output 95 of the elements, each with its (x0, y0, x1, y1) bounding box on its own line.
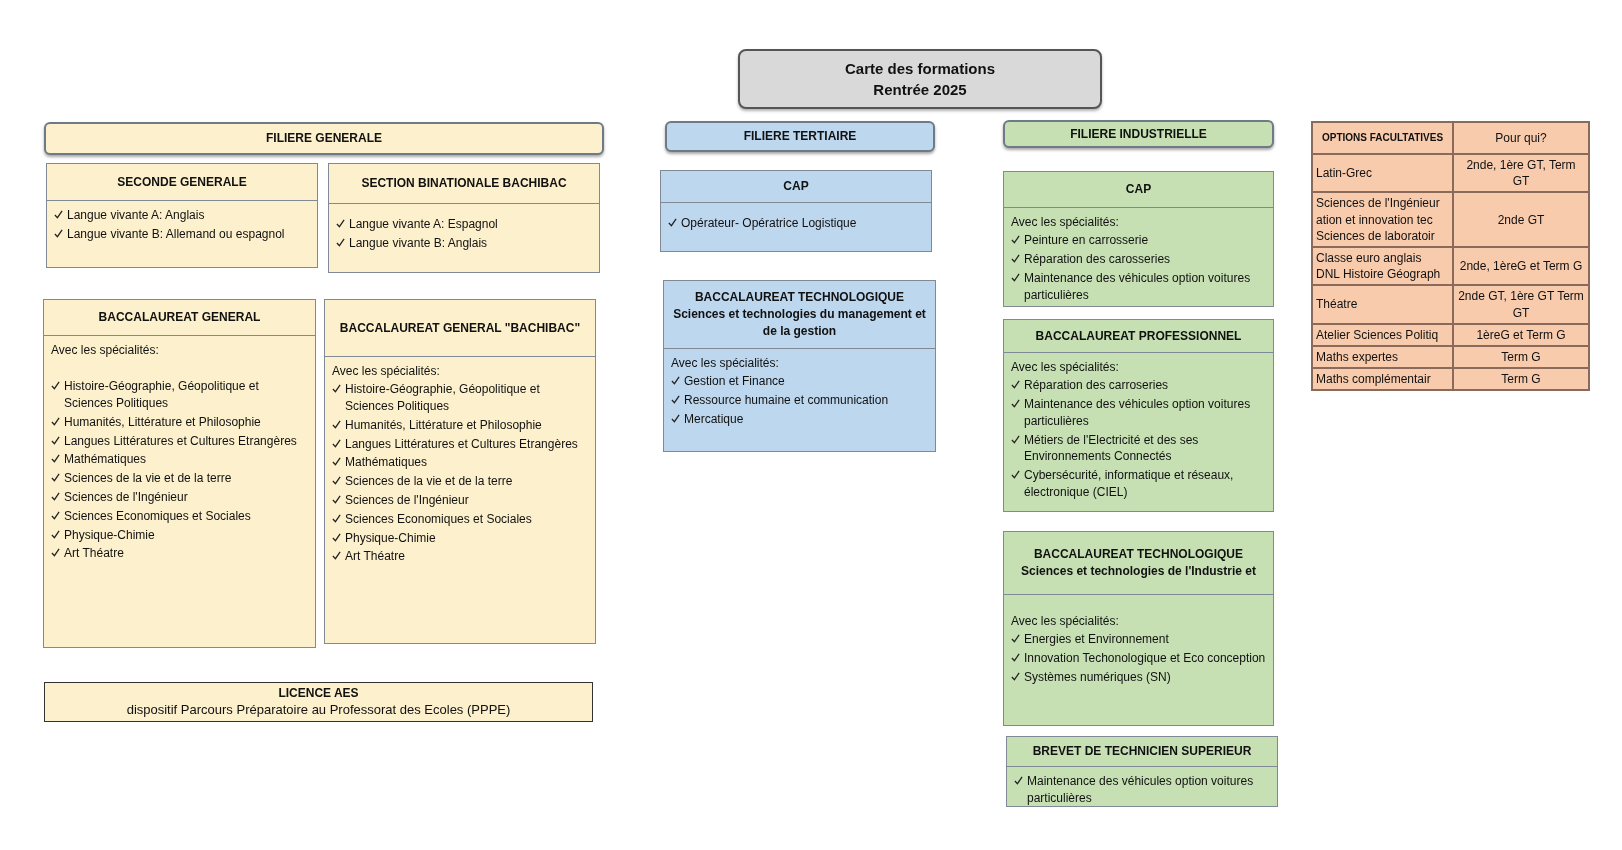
cell-text: ation et innovation tec (1316, 211, 1433, 228)
list-item-text: Langue vivante B: Anglais (349, 234, 488, 252)
cell-text: Théatre (1316, 296, 1358, 313)
heading-text: SECONDE GENERALE (117, 173, 247, 191)
program-box (660, 170, 932, 252)
list-item-text: Humanités, Littérature et Philosophie (64, 413, 261, 431)
list-item-text: Sciences de la vie et de la terre (64, 470, 232, 487)
cell-text: 2nde, 1èreG et Term G (1459, 258, 1583, 275)
heading-text: FILIERE GENERALE (266, 130, 382, 147)
heading-text: LICENCE AES (278, 685, 359, 702)
cell-text: OPTIONS FACULTATIVES (1321, 131, 1444, 145)
list-item-text: Maintenance des véhicules option voitures particulières (1024, 396, 1252, 430)
list-item-text: Langue vivante A: Anglais (67, 207, 205, 224)
heading-text: BACCALAUREAT TECHNOLOGIQUE (694, 289, 905, 307)
list-item-text: Réparation des carroseries (1024, 377, 1169, 394)
list-item-text: Art Théatre (64, 545, 124, 563)
intro-text: Avec les spécialités: (1011, 613, 1120, 630)
cell-text: DNL Histoire Géograph (1316, 266, 1441, 283)
list-item-text: Langues Littératures et Cultures Etrangères (64, 432, 297, 450)
intro-text: Avec les spécialités: (1011, 214, 1120, 231)
cell-text: Term G (1501, 371, 1541, 388)
list-item-text: Peinture en carrosserie (1024, 232, 1149, 249)
cell-text: 1èreG et Term G (1476, 326, 1566, 343)
list-item-text: Opérateur- Opératrice Logistique (681, 215, 857, 232)
list-item-text: Gestion et Finance (684, 373, 785, 390)
program-box (1003, 171, 1274, 307)
list-item-text: Histoire-Géographie, Géopolitique et Sciences Politiques (345, 381, 541, 415)
program-box (328, 163, 600, 273)
intro-text: Avec les spécialités: (332, 363, 441, 380)
cell-text: Latin-Grec (1316, 165, 1373, 182)
list-item-text: Mathématiques (345, 454, 428, 472)
intro-text: Avec les spécialités: (671, 355, 780, 372)
list-item-text: Humanités, Littérature et Philosophie (345, 416, 542, 434)
title-box (738, 49, 1102, 109)
program-box (44, 682, 593, 722)
list-item-text: Ressource humaine et communication (684, 392, 889, 409)
list-item-text: Maintenance des véhicules option voitures particulières (1027, 773, 1255, 807)
heading-text: BREVET DE TECHNICIEN SUPERIEUR (1032, 743, 1252, 760)
list-item-text: Maintenance des véhicules option voitures particulières (1024, 269, 1252, 304)
program-box (1003, 531, 1274, 726)
list-item-text: Physique-Chimie (64, 526, 155, 544)
intro-text: Avec les spécialités: (51, 342, 160, 359)
cell-text: Maths complémentair (1316, 371, 1431, 388)
list-item-text: Langue vivante B: Allemand ou espagnol (67, 225, 285, 243)
cell-text: Term G (1501, 348, 1541, 366)
cell-text: Sciences de l'Ingénieur (1316, 195, 1440, 212)
program-box (663, 280, 936, 452)
heading-text: FILIERE TERTIAIRE (743, 128, 857, 145)
list-item-text: Energies et Environnement (1024, 631, 1169, 648)
heading-text: CAP (783, 178, 809, 195)
section-banner (44, 122, 604, 155)
list-item-text: Cybersécurité, informatique et réseaux, électronique (CIEL) (1024, 467, 1235, 501)
section-banner (1003, 120, 1274, 148)
heading-text: BACCALAUREAT GENERAL (98, 309, 261, 326)
heading-text: BACCALAUREAT GENERAL "BACHIBAC" (339, 319, 581, 337)
heading-text: SECTION BINATIONALE BACHIBAC (361, 175, 567, 192)
heading-text: BACCALAUREAT PROFESSIONNEL (1035, 327, 1242, 345)
cell-text: Pour qui? (1495, 129, 1547, 147)
list-item-text: Métiers de l'Electricité et des ses Environnements Connectés (1024, 431, 1200, 466)
heading-text: Carte des formations Rentrée 2025 (843, 59, 996, 100)
list-item-text: Sciences de l'Ingénieur (64, 488, 188, 506)
list-item-text: Langues Littératures et Cultures Etrangères (345, 435, 578, 453)
intro-text: Avec les spécialités: (1011, 359, 1120, 376)
cell-text: Maths expertes (1316, 348, 1399, 366)
heading-text: FILIERE INDUSTRIELLE (1070, 125, 1207, 143)
heading-text: BACCALAUREAT TECHNOLOGIQUE (1033, 546, 1244, 563)
list-item-text: Sciences de l'Ingénieur (345, 491, 469, 509)
cell-text: Classe euro anglais (1316, 249, 1422, 267)
list-item-text: Réparation des carosseries (1024, 251, 1171, 268)
list-item-text: Physique-Chimie (345, 529, 436, 547)
list-item-text: Mercatique (684, 410, 744, 428)
section-banner (665, 121, 935, 152)
list-item-text: Mathématiques (64, 451, 147, 469)
program-box (43, 299, 316, 648)
subheading-text: Sciences et technologies de l'Industrie et (1021, 563, 1256, 580)
list-item-text: Sciences de la vie et de la terre (345, 473, 513, 490)
subheading-text: Sciences et technologies du management et de la gestion (672, 306, 927, 340)
list-item-text: Langue vivante A: Espagnol (349, 216, 498, 233)
list-item-text: Sciences Economiques et Sociales (64, 507, 251, 525)
heading-text: CAP (1125, 181, 1152, 198)
program-box (46, 163, 318, 268)
program-box (1006, 736, 1278, 807)
cell-text: 2nde GT, 1ère GT Term GT (1457, 288, 1585, 321)
list-item-text: Histoire-Géographie, Géopolitique et Sciences Politiques (64, 378, 260, 412)
cell-text: Atelier Sciences Politiq (1316, 326, 1439, 343)
program-box (324, 299, 596, 644)
list-item-text: Systèmes numériques (SN) (1024, 668, 1171, 686)
program-box (1003, 319, 1274, 512)
list-item-text: Art Théatre (345, 548, 405, 566)
subtitle-text: dispositif Parcours Préparatoire au Professorat des Ecoles (PPPE) (126, 701, 511, 719)
list-item-text: Sciences Economiques et Sociales (345, 510, 532, 528)
cell-text: 2nde, 1ère GT, Term GT (1465, 157, 1577, 190)
cell-text: 2nde GT (1497, 211, 1545, 228)
cell-text: Sciences de laboratoir (1316, 227, 1435, 244)
list-item-text: Innovation Techonologique et Eco conception (1024, 650, 1266, 667)
